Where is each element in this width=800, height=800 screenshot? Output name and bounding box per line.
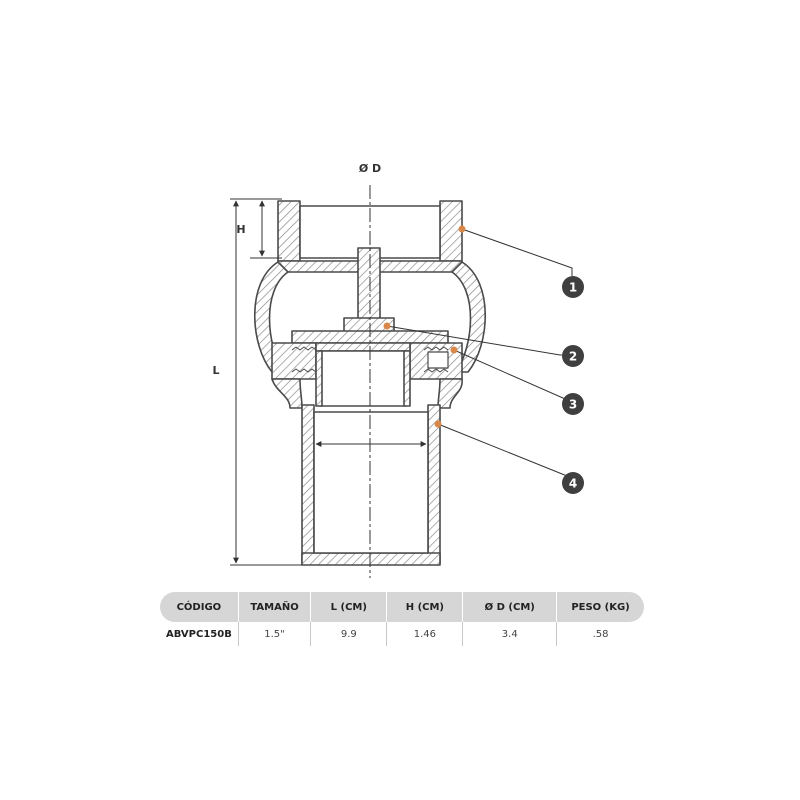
thread-right — [423, 346, 449, 373]
callout-dots — [383, 225, 466, 428]
svg-text:2: 2 — [569, 350, 577, 364]
callout-dot-1 — [458, 225, 466, 233]
spec-table-header: CÓDIGO TAMAÑO L (CM) H (CM) Ø D (CM) PES… — [160, 592, 644, 622]
callout-3: 3 — [562, 393, 584, 415]
header-h: H (CM) — [386, 592, 463, 622]
cell-diameter: 3.4 — [462, 622, 556, 646]
cell-l: 9.9 — [310, 622, 386, 646]
pipe-bore — [313, 411, 429, 554]
length-dimension — [230, 200, 302, 566]
pipe-right-wall — [427, 404, 441, 564]
top-socket-right-wall — [439, 200, 463, 262]
neck-left — [271, 378, 303, 409]
callout-dot-3 — [450, 346, 458, 354]
length-label: L — [212, 364, 219, 377]
cell-tamano: 1.5" — [237, 622, 311, 646]
neck-right — [437, 378, 463, 409]
pipe-bottom — [301, 552, 441, 566]
svg-text:1: 1 — [569, 281, 577, 295]
foot-valve-section-drawing: Ø D H L 1 2 3 4 — [212, 162, 584, 578]
top-socket-left-wall — [277, 200, 301, 262]
callout-2: 2 — [562, 345, 584, 367]
seat-bore — [319, 350, 407, 407]
height-dimension — [230, 198, 282, 259]
header-tamano: TAMAÑO — [237, 592, 311, 622]
callout-1: 1 — [562, 276, 584, 298]
header-codigo: CÓDIGO — [160, 592, 238, 622]
svg-text:4: 4 — [569, 477, 577, 491]
height-label: H — [236, 223, 245, 236]
svg-text:3: 3 — [569, 398, 577, 412]
thread-left — [291, 346, 317, 373]
o-ring — [427, 351, 449, 369]
seat-center — [315, 342, 411, 352]
spec-table: CÓDIGO TAMAÑO L (CM) H (CM) Ø D (CM) PES… — [160, 592, 644, 646]
valve-body — [253, 200, 487, 566]
table-row: ABVPC150B 1.5" 9.9 1.46 3.4 .58 — [160, 622, 644, 646]
callout-4: 4 — [562, 472, 584, 494]
cell-h: 1.46 — [386, 622, 462, 646]
valve-stem — [357, 247, 381, 321]
seat-inner-right — [403, 350, 411, 407]
callout-dot-2 — [383, 322, 391, 330]
callout-dot-4 — [434, 420, 442, 428]
header-peso: PESO (KG) — [556, 592, 644, 622]
cell-peso: .58 — [556, 622, 644, 646]
header-diameter: Ø D (CM) — [462, 592, 557, 622]
seat-inner-left — [315, 350, 323, 407]
header-l: L (CM) — [310, 592, 387, 622]
callout-leaders — [386, 228, 573, 479]
cell-codigo: ABVPC150B — [165, 628, 232, 640]
diameter-label: Ø D — [359, 162, 381, 175]
pipe-left-wall — [301, 404, 315, 564]
